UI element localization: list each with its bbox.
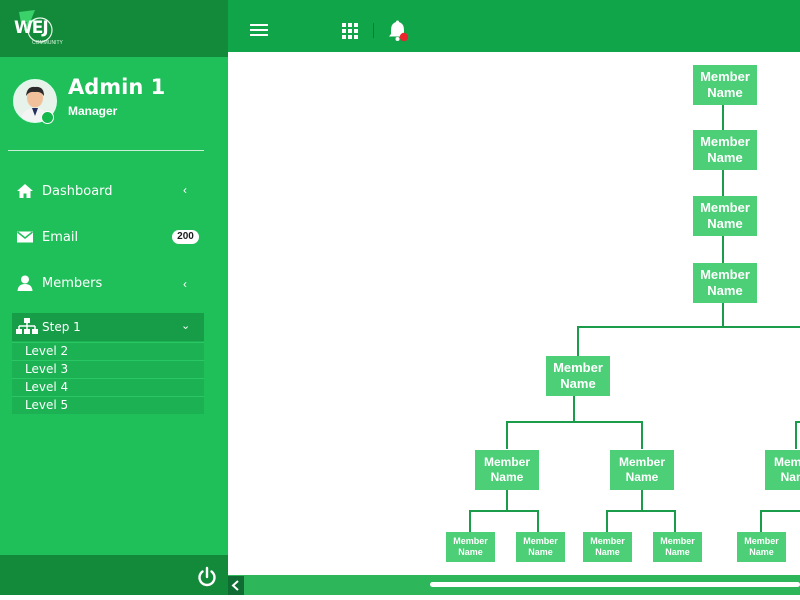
sidebar-item-label: Members bbox=[42, 276, 103, 291]
member-node[interactable]: Member Name bbox=[693, 263, 757, 303]
chevron-down-icon: ⌄ bbox=[181, 320, 191, 332]
member-node[interactable]: Member Name bbox=[516, 532, 565, 562]
sidebar-item-email[interactable]: Email 200 bbox=[0, 222, 228, 252]
member-tree: Member Name Member Name Member Name Memb… bbox=[228, 52, 800, 575]
member-node[interactable]: Member Name bbox=[475, 450, 539, 490]
sidebar-item-label: Email bbox=[42, 230, 79, 245]
menu-icon[interactable] bbox=[250, 22, 268, 38]
sidebar-footer bbox=[0, 555, 228, 595]
online-status-dot bbox=[41, 111, 54, 124]
tree-connector bbox=[722, 104, 724, 130]
tree-connector bbox=[795, 421, 797, 449]
level-label: Level 4 bbox=[25, 380, 69, 394]
tree-connector bbox=[506, 490, 508, 510]
user-name: Admin 1 bbox=[68, 75, 166, 99]
tree-connector bbox=[469, 510, 539, 512]
tree-connector bbox=[760, 510, 762, 532]
tree-connector bbox=[469, 510, 471, 532]
sidebar-item-dashboard[interactable]: Dashboard ‹ bbox=[0, 176, 228, 206]
user-role: Manager bbox=[68, 104, 118, 118]
member-node[interactable]: Member Name bbox=[765, 450, 800, 490]
org-chart-icon bbox=[16, 318, 38, 334]
top-bar-separator bbox=[373, 23, 374, 38]
email-count-badge: 200 bbox=[172, 230, 199, 244]
tree-connector bbox=[577, 326, 579, 356]
tree-connector bbox=[537, 510, 539, 532]
sidebar: WEJ COMMUNITY Admin 1 Manager Dashboard … bbox=[0, 0, 228, 595]
logo-bar: WEJ COMMUNITY bbox=[0, 0, 228, 57]
level-label: Level 2 bbox=[25, 344, 69, 358]
level-label: Level 3 bbox=[25, 362, 69, 376]
members-submenu: Step 1 ⌄ Level 2 Level 3 Level 4 Level 5 bbox=[12, 313, 204, 414]
tree-connector bbox=[506, 421, 643, 423]
power-icon[interactable] bbox=[196, 566, 218, 588]
apps-grid-icon[interactable] bbox=[342, 23, 358, 39]
tree-connector bbox=[641, 490, 643, 510]
user-icon bbox=[17, 275, 33, 291]
member-node[interactable]: Member Name bbox=[653, 532, 702, 562]
top-bar bbox=[228, 0, 800, 52]
member-node[interactable]: Member Name bbox=[693, 196, 757, 236]
submenu-level-2[interactable]: Level 2 bbox=[12, 342, 204, 360]
level-label: Level 5 bbox=[25, 398, 69, 412]
member-node[interactable]: Member Name bbox=[693, 130, 757, 170]
member-node[interactable]: Member Name bbox=[546, 356, 610, 396]
submenu-step-1[interactable]: Step 1 ⌄ bbox=[12, 313, 204, 341]
submenu-level-3[interactable]: Level 3 bbox=[12, 360, 204, 378]
tree-connector bbox=[722, 170, 724, 196]
chevron-left-icon bbox=[231, 580, 239, 591]
tree-connector bbox=[573, 396, 575, 421]
scroll-left-button[interactable] bbox=[228, 576, 244, 595]
logo bbox=[19, 10, 53, 43]
tree-connector bbox=[795, 421, 800, 423]
member-node[interactable]: Member Name bbox=[583, 532, 632, 562]
logo-subtitle: COMMUNITY bbox=[32, 40, 63, 46]
tree-connector bbox=[577, 326, 800, 328]
member-node[interactable]: Member Name bbox=[610, 450, 674, 490]
scrollbar-thumb[interactable] bbox=[430, 582, 800, 587]
bell-icon[interactable] bbox=[386, 19, 410, 43]
tree-connector bbox=[760, 510, 800, 512]
sidebar-item-members[interactable]: Members ‹ bbox=[0, 268, 228, 298]
mail-icon bbox=[17, 231, 33, 243]
member-node[interactable]: Member Name bbox=[693, 65, 757, 105]
tree-connector bbox=[641, 421, 643, 449]
member-node[interactable]: Member Name bbox=[446, 532, 495, 562]
submenu-level-5[interactable]: Level 5 bbox=[12, 396, 204, 414]
tree-connector bbox=[606, 510, 608, 532]
sidebar-item-label: Dashboard bbox=[42, 184, 113, 199]
home-icon bbox=[17, 184, 33, 198]
chevron-left-icon: ‹ bbox=[183, 277, 187, 291]
submenu-level-4[interactable]: Level 4 bbox=[12, 378, 204, 396]
submenu-step-label: Step 1 bbox=[42, 320, 81, 334]
tree-connector bbox=[674, 510, 676, 532]
logo-text: WEJ bbox=[14, 18, 49, 38]
tree-connector bbox=[606, 510, 676, 512]
tree-connector bbox=[722, 236, 724, 263]
tree-connector bbox=[506, 421, 508, 449]
tree-connector bbox=[722, 302, 724, 326]
sidebar-divider bbox=[8, 150, 204, 151]
chevron-left-icon: ‹ bbox=[183, 183, 187, 197]
member-node[interactable]: Member Name bbox=[737, 532, 786, 562]
